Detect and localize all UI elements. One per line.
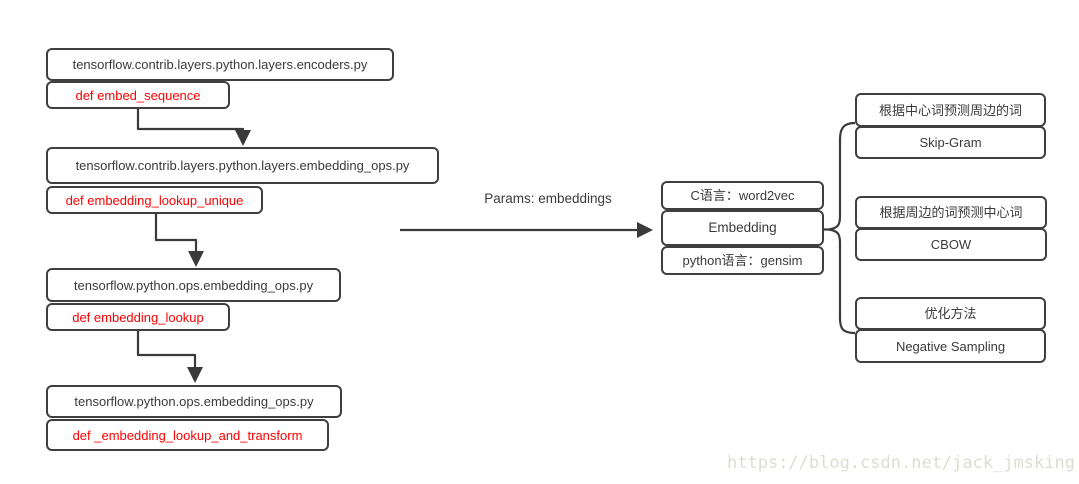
- desc-box-skip-gram: 根据中心词预测周边的词: [855, 93, 1046, 127]
- center-box-embedding: Embedding: [661, 210, 824, 246]
- file-box-embedding-ops-2: tensorflow.python.ops.embedding_ops.py: [46, 385, 342, 418]
- def-box-embedding-lookup: def embedding_lookup: [46, 303, 230, 331]
- connector-3: [136, 331, 197, 369]
- center-box-c-word2vec: C语言：word2vec: [661, 181, 824, 210]
- center-box-python-gensim: python语言：gensim: [661, 246, 824, 275]
- params-arrow-label: Params: embeddings: [484, 191, 612, 206]
- name-box-skip-gram: Skip-Gram: [855, 126, 1046, 159]
- def-box-embed-sequence: def embed_sequence: [46, 81, 230, 109]
- desc-box-cbow: 根据周边的词预测中心词: [855, 196, 1047, 229]
- params-arrowhead: [637, 222, 653, 238]
- arrowhead-3: [187, 367, 203, 383]
- connector-2: [154, 214, 198, 253]
- name-box-negative-sampling: Negative Sampling: [855, 329, 1046, 363]
- arrowhead-1: [235, 130, 251, 146]
- arrowhead-2: [188, 251, 204, 267]
- file-box-embedding-ops: tensorflow.python.ops.embedding_ops.py: [46, 268, 341, 302]
- def-box-embedding-lookup-unique: def embedding_lookup_unique: [46, 186, 263, 214]
- file-box-contrib-embedding-ops: tensorflow.contrib.layers.python.layers.…: [46, 147, 439, 184]
- desc-box-negative-sampling: 优化方法: [855, 297, 1046, 330]
- connector-1: [136, 109, 245, 132]
- curly-brace: [827, 121, 856, 335]
- file-box-encoders: tensorflow.contrib.layers.python.layers.…: [46, 48, 394, 81]
- name-box-cbow: CBOW: [855, 228, 1047, 261]
- def-box-embedding-lookup-and-transform: def _embedding_lookup_and_transform: [46, 419, 329, 451]
- watermark-url: https://blog.csdn.net/jack_jmsking: [727, 453, 1075, 473]
